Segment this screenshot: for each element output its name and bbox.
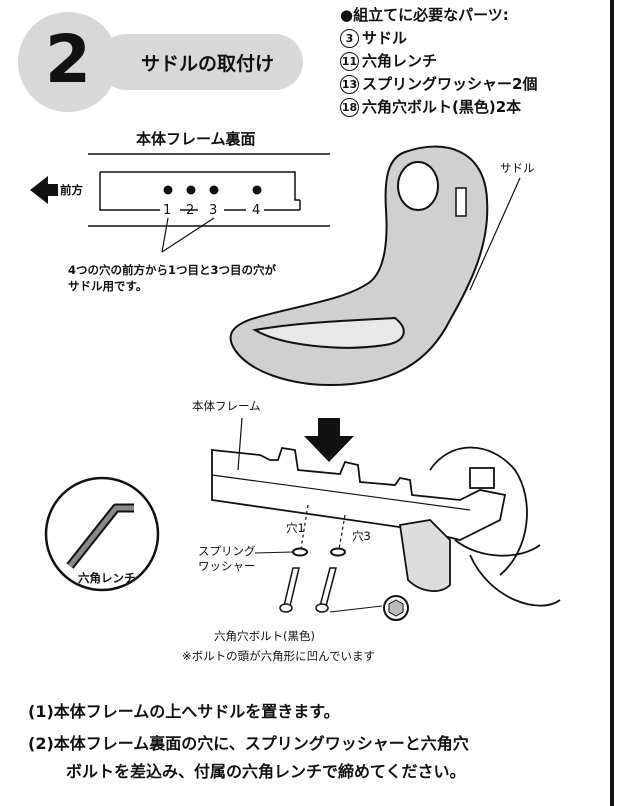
hex-wrench-illustration (44, 476, 160, 592)
parts-heading: ●組立てに必要なパーツ: (340, 6, 509, 24)
parts-item: 11 六角レンチ (340, 50, 537, 73)
down-arrow-icon (304, 418, 354, 462)
hole-4 (252, 185, 262, 195)
parts-list: ●組立てに必要なパーツ: 3 サドル 11 六角レンチ 13 スプリングワッシャ… (340, 4, 537, 119)
saddle-illustration (229, 145, 489, 387)
bolt-label-pointer (329, 605, 383, 613)
frame-bracket (398, 519, 451, 592)
bolt-label: 六角穴ボルト(黒色) (214, 629, 315, 643)
frame-outline (99, 171, 300, 211)
wrench-label: 六角レンチ (78, 571, 136, 585)
washer-label-line1: スプリング (198, 544, 256, 558)
frame-underside-title: 本体フレーム裏面 (136, 130, 256, 148)
saddle-hole (397, 161, 439, 211)
bolt-1-shaft (283, 567, 300, 607)
bolt-2-head (315, 603, 329, 613)
hole-pointer-lines (161, 217, 215, 253)
instruction-text: 本体フレームの上へサドルを置きます。 (53, 702, 340, 721)
instruction-list: (1)本体フレームの上へサドルを置きます。 (2)本体フレーム裏面の穴に、スプリ… (28, 698, 608, 790)
hole-3 (209, 185, 219, 195)
hole-number-2: 2 (186, 203, 195, 218)
hole-number-3: 3 (209, 203, 218, 218)
frame-underside-diagram (88, 153, 330, 227)
hole-number-1: 1 (163, 203, 172, 218)
hole-1 (163, 185, 173, 195)
washer-label-line2: ワッシャー (198, 559, 256, 573)
part-number-badge: 3 (340, 29, 359, 48)
frame-body (211, 446, 507, 541)
page-right-border (610, 0, 614, 806)
part-number-badge: 13 (340, 75, 359, 94)
instruction-continuation: ボルトを差込み、付属の六角レンチで締めてください。 (66, 762, 466, 781)
hex-head-detail (383, 595, 409, 621)
step-number-badge-front: 2 (18, 12, 118, 112)
washer-label-pointer (254, 551, 293, 554)
hole3-label: 穴3 (352, 529, 371, 543)
bolt-2-shaft (319, 567, 337, 607)
step-title: サドルの取付け (140, 52, 274, 75)
part-number-badge: 18 (340, 98, 359, 117)
instruction-index: (2) (28, 734, 54, 753)
hole-2 (186, 185, 196, 195)
saddle-seat-top (252, 316, 405, 349)
bolt-guide-lines (299, 504, 346, 556)
washer-2 (330, 547, 346, 557)
instruction-index: (1) (28, 702, 54, 721)
part-number-badge: 11 (340, 52, 359, 71)
instruction-item: (2)本体フレーム裏面の穴に、スプリングワッシャーと六角穴 ボルトを差込み、付属… (28, 730, 608, 786)
parts-item: 18 六角穴ボルト(黒色)2本 (340, 96, 537, 119)
frame-holes (163, 185, 262, 195)
bolt-note: ※ボルトの頭が六角形に凹んでいます (182, 649, 376, 663)
front-arrow-icon (30, 176, 58, 204)
saddle-label-pointer (469, 177, 521, 291)
saddle-label: サドル (500, 161, 535, 175)
instruction-item: (1)本体フレームの上へサドルを置きます。 (28, 698, 608, 726)
hole-note-line1: 4つの穴の前方から1つ目と3つ目の穴が (68, 263, 277, 277)
frame-label-pointer (237, 417, 243, 471)
instruction-text: 本体フレーム裏面の穴に、スプリングワッシャーと六角穴 (53, 734, 469, 753)
spring-washers (292, 547, 346, 557)
washer-1 (292, 547, 308, 557)
frame-label: 本体フレーム (192, 399, 261, 413)
washer-label: スプリング ワッシャー (198, 544, 256, 574)
hole1-label: 穴1 (286, 521, 305, 535)
frame-wheel-guard (429, 446, 528, 576)
body-frame-illustration (211, 446, 561, 607)
hole-note-line2: サドル用です。 (68, 279, 148, 293)
parts-item: 3 サドル (340, 27, 537, 50)
step-number-front: 2 (45, 21, 91, 98)
part-label: 六角穴ボルト(黒色)2本 (362, 98, 522, 116)
step-title-pill: サドルの取付け (98, 34, 303, 90)
bolt-1-head (279, 603, 293, 613)
hex-bolts (279, 567, 337, 613)
part-label: サドル (362, 29, 408, 47)
hole-note: 4つの穴の前方から1つ目と3つ目の穴が サドル用です。 (68, 262, 276, 294)
part-label: 六角レンチ (362, 52, 438, 70)
frame-knob (469, 467, 495, 489)
hole-number-4: 4 (252, 203, 261, 218)
saddle-slot (455, 187, 467, 217)
parts-item: 13 スプリングワッシャー2個 (340, 73, 537, 96)
front-label: 前方 (60, 183, 83, 197)
part-label: スプリングワッシャー2個 (362, 75, 538, 93)
